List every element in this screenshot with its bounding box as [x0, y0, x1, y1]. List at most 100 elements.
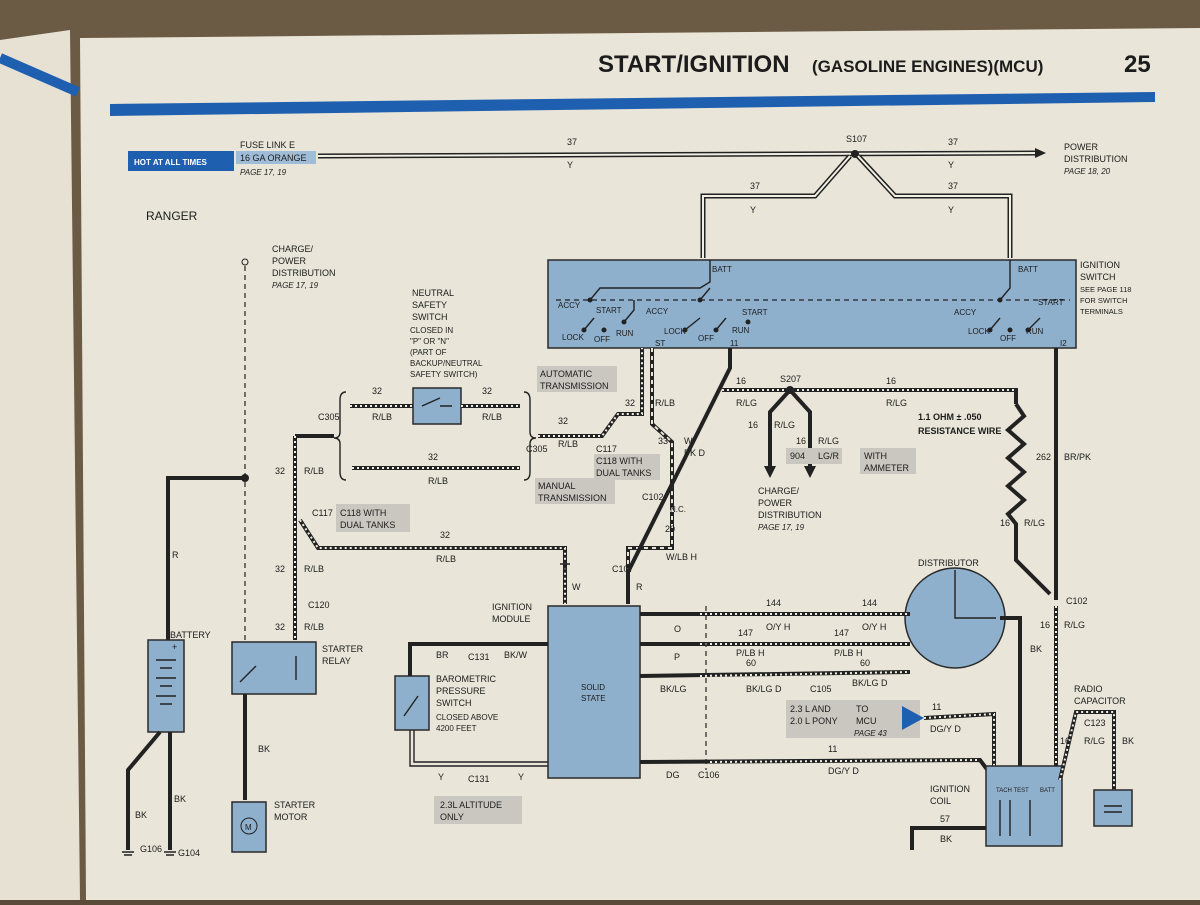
radio2: CAPACITOR — [1074, 696, 1126, 706]
neutral-l1: NEUTRAL — [412, 288, 454, 298]
page-title: START/IGNITION — [598, 51, 790, 78]
radio1: RADIO — [1074, 684, 1103, 694]
ign-off-2: OFF — [698, 334, 714, 343]
battery-label: BATTERY — [170, 630, 211, 640]
pony2: 2.0 L PONY — [790, 716, 838, 726]
c123: C123 — [1084, 718, 1106, 728]
w-oyh-a: O/Y H — [766, 622, 790, 632]
page-subtitle: (GASOLINE ENGINES)(MCU) — [812, 57, 1043, 76]
ign-t11: 11 — [730, 339, 739, 348]
w16-d: 16 — [796, 436, 806, 446]
ign-start: START — [596, 306, 622, 315]
charge-top-l2: POWER — [272, 256, 307, 266]
relay-l2: RELAY — [322, 656, 351, 666]
w-rlb-f: R/LB — [304, 466, 324, 476]
baro1: BAROMETRIC — [436, 674, 497, 684]
c105: C105 — [810, 684, 832, 694]
w-rlg-g: R/LG — [1084, 736, 1105, 746]
w144-b: 144 — [862, 598, 877, 608]
ign-run-3: RUN — [1026, 327, 1044, 336]
ignition-switch-contacts — [581, 260, 1041, 333]
c118-box-right — [594, 454, 660, 480]
splice-s107-dot — [851, 150, 859, 158]
w-bk-coil: BK — [940, 834, 952, 844]
w60-b: 60 — [860, 658, 870, 668]
charge-mid2: POWER — [758, 498, 793, 508]
relay-l1: STARTER — [322, 644, 364, 654]
c118b-left: DUAL TANKS — [340, 520, 395, 530]
power-dist-label: POWER — [1064, 142, 1099, 152]
baro2: PRESSURE — [436, 686, 486, 696]
w-rlg-a: R/LG — [736, 398, 757, 408]
ignition-switch-box — [547, 259, 1077, 349]
w16-f: 16 — [1040, 620, 1050, 630]
c117-right: C117 — [596, 444, 617, 454]
run-feed-wire — [626, 348, 732, 604]
w-dgyd-b: DG/Y D — [930, 724, 961, 734]
ign-t12: I2 — [1060, 339, 1067, 348]
ign-start-3: START — [1038, 298, 1064, 307]
wire-37-c: 37 — [750, 181, 760, 191]
ign-lock-3: LOCK — [968, 327, 990, 336]
baro5: 4200 FEET — [436, 724, 477, 733]
hot-label: HOT AT ALL TIMES — [134, 158, 208, 167]
neutral-l2: SAFETY — [412, 300, 447, 310]
baro-contact — [403, 695, 419, 717]
w11-a: 11 — [828, 744, 837, 754]
w-bklgd-a: BK/LG D — [746, 684, 782, 694]
w20: 20 — [665, 524, 675, 534]
manual-trans-box — [535, 478, 615, 504]
ign-st: ST — [655, 339, 665, 348]
w-bklg: BK/LG — [660, 684, 687, 694]
w-p: P — [674, 652, 680, 662]
power-dist-label2: DISTRIBUTION — [1064, 154, 1128, 164]
radio-capacitor-box — [1093, 789, 1133, 827]
w-wlbh: W/LB H — [666, 552, 697, 562]
resistance-wire — [1004, 402, 1052, 596]
ign-run: RUN — [616, 329, 634, 338]
w-bk-motor: BK — [258, 744, 270, 754]
wire-y-d: Y — [948, 205, 954, 215]
ign-switch-for2: TERMINALS — [1080, 307, 1123, 316]
w-br: BR — [436, 650, 449, 660]
w-rlb-c: R/LB — [428, 476, 448, 486]
ign-switch-see: SEE PAGE 118 — [1080, 285, 1131, 294]
neutral-switch-contact — [421, 397, 452, 407]
w57: 57 — [940, 814, 950, 824]
auto-trans-box — [537, 366, 617, 392]
wire-37-a: 37 — [567, 137, 577, 147]
capacitor-plates — [1104, 805, 1122, 813]
c102-label: C102 — [642, 492, 664, 502]
w-bk-g1: BK — [135, 810, 147, 820]
ign-lock-2: LOCK — [664, 327, 686, 336]
w60-a: 60 — [746, 658, 756, 668]
wire-37-d: 37 — [948, 181, 958, 191]
charge-top-l3: DISTRIBUTION — [272, 268, 336, 278]
ign-accy-2: ACCY — [646, 307, 669, 316]
w147-b: 147 — [834, 628, 849, 638]
w32-g: 32 — [440, 530, 450, 540]
g106: G106 — [140, 844, 162, 854]
wire-y-b: Y — [948, 160, 954, 170]
w16-c: 16 — [748, 420, 758, 430]
w-plbh-b: P/LB H — [834, 648, 863, 658]
resistance1: 1.1 OHM ± .050 — [918, 412, 981, 422]
resistance2: RESISTANCE WIRE — [918, 426, 1001, 436]
w-bk-g2: BK — [174, 794, 186, 804]
ign-start-2: START — [742, 308, 768, 317]
charge-mid1: CHARGE/ — [758, 486, 800, 496]
c118b-right: DUAL TANKS — [596, 468, 651, 478]
neutral-l3: SWITCH — [412, 312, 448, 322]
w-y-baro2: Y — [518, 772, 524, 782]
neutral-switch-box — [412, 387, 462, 425]
header-blue-stripe — [110, 92, 1155, 116]
motor-l2: MOTOR — [274, 812, 308, 822]
altitude-box — [434, 796, 522, 824]
ign-switch-title: IGNITION — [1080, 260, 1120, 270]
neutral-n5: SAFETY SWITCH) — [410, 370, 478, 379]
c305-bracket-right — [523, 391, 537, 481]
solid1: SOLID — [581, 683, 605, 692]
w-wpkd1: W/ — [684, 436, 695, 446]
w11-b: 11 — [932, 702, 941, 712]
